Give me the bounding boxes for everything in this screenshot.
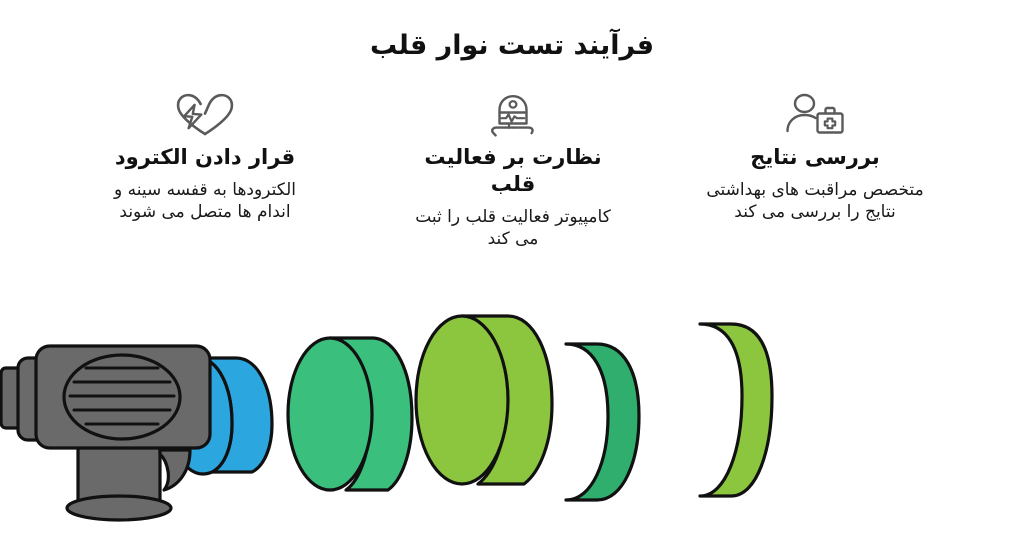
doctor-medical-kit-icon (700, 92, 930, 140)
step-card-review-results: بررسی نتایج متخصص مراقبت های بهداشتی نتا… (700, 92, 930, 224)
step-card-place-electrodes: قرار دادن الکترود الکترودها به قفسه سینه… (90, 92, 320, 224)
page-title: فرآیند تست نوار قلب (369, 30, 655, 61)
ribbon-segment-lime-back (698, 322, 774, 498)
ribbon-segment-green-back (564, 342, 641, 502)
ribbon-segment-lime-face (414, 314, 510, 486)
step-title: بررسی نتایج (750, 145, 880, 169)
step-title: نظارت بر فعالیت قلب (424, 145, 602, 196)
step-card-monitor-heart-activity: نظارت بر فعالیت قلب کامپیوتر فعالیت قلب … (398, 92, 628, 251)
ecg-monitor-icon (398, 92, 628, 140)
steps-row: قرار دادن الکترود الکترودها به قفسه سینه… (0, 92, 1024, 307)
step-body: کامپیوتر فعالیت قلب را ثبت می کند (415, 206, 611, 250)
step-title: قرار دادن الکترود (114, 145, 296, 169)
device-base-foot (65, 494, 173, 522)
step-body: الکترودها به قفسه سینه و اندام ها متصل م… (113, 179, 297, 223)
ribbon-segment-green-face (286, 336, 374, 492)
device-fin (158, 448, 192, 492)
step-body: متخصص مراقبت های بهداشتی نتایج را بررسی … (706, 179, 924, 223)
ecg-device-illustration (0, 300, 1024, 555)
heart-pulse-icon (90, 92, 320, 140)
